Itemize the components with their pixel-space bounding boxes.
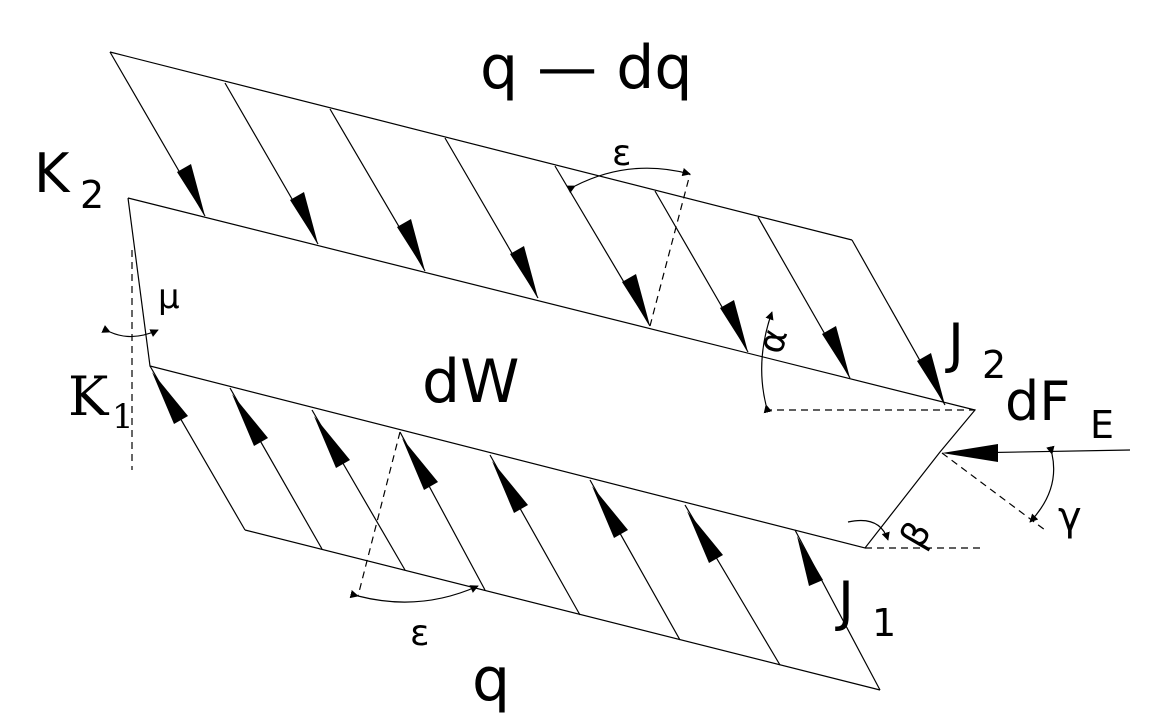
arrow-up-3 [314,416,350,468]
j1-subscript: 1 [872,601,896,645]
force-subscript: E [1090,403,1114,447]
arrow-down-4 [510,246,538,298]
k1-subscript: 1 [112,397,134,437]
arrow-up-4 [402,438,438,490]
arrow-down-8 [917,353,945,405]
mu-angle-arc [101,325,159,338]
alpha-label: α [750,324,796,358]
arrow-up-6 [592,486,628,538]
arrow-down-2 [290,192,318,244]
upper-load-arrows [177,164,945,405]
mu-label: μ [158,277,180,317]
arrow-down-5 [622,274,650,326]
arrow-down-6 [720,300,748,352]
arrow-down-7 [822,326,850,378]
gamma-arc [1029,445,1055,523]
element-outline [127,197,977,549]
arrow-down-3 [397,219,425,271]
beta-arc [847,519,890,541]
lower-load-arrows [152,372,823,586]
force-label: dF [1005,370,1070,433]
eps-bottom-arc [349,585,479,603]
arrow-up-5 [492,461,528,513]
arrow-down-1 [177,164,205,216]
upper-load-band [109,51,946,406]
arrow-up-7 [687,511,723,563]
j2-label: J [945,312,964,375]
top-load-label: q — dq [480,33,692,103]
eps-bottom-normal [357,431,401,597]
beta-label: β [893,515,940,555]
k2-subscript: 2 [80,173,104,217]
eps-top-label: ε [612,133,631,174]
bottom-load-label: q [472,645,510,715]
eps-top-normal [649,173,691,327]
eps-bottom-label: ε [410,613,429,654]
arrow-up-8 [797,536,823,586]
j1-label: J [835,570,854,633]
gamma-label: γ [1058,494,1082,540]
arrow-up-2 [232,394,268,446]
eps-top-arc [566,167,691,194]
alpha-arc [761,311,774,414]
j2-subscript: 2 [982,343,1006,387]
element-label: dW [422,347,519,417]
k1-label: K [68,365,110,428]
force-arrowhead [942,444,998,462]
gamma-reference [941,452,1046,531]
arrow-up-1 [152,372,188,424]
k2-label: K [34,142,71,205]
